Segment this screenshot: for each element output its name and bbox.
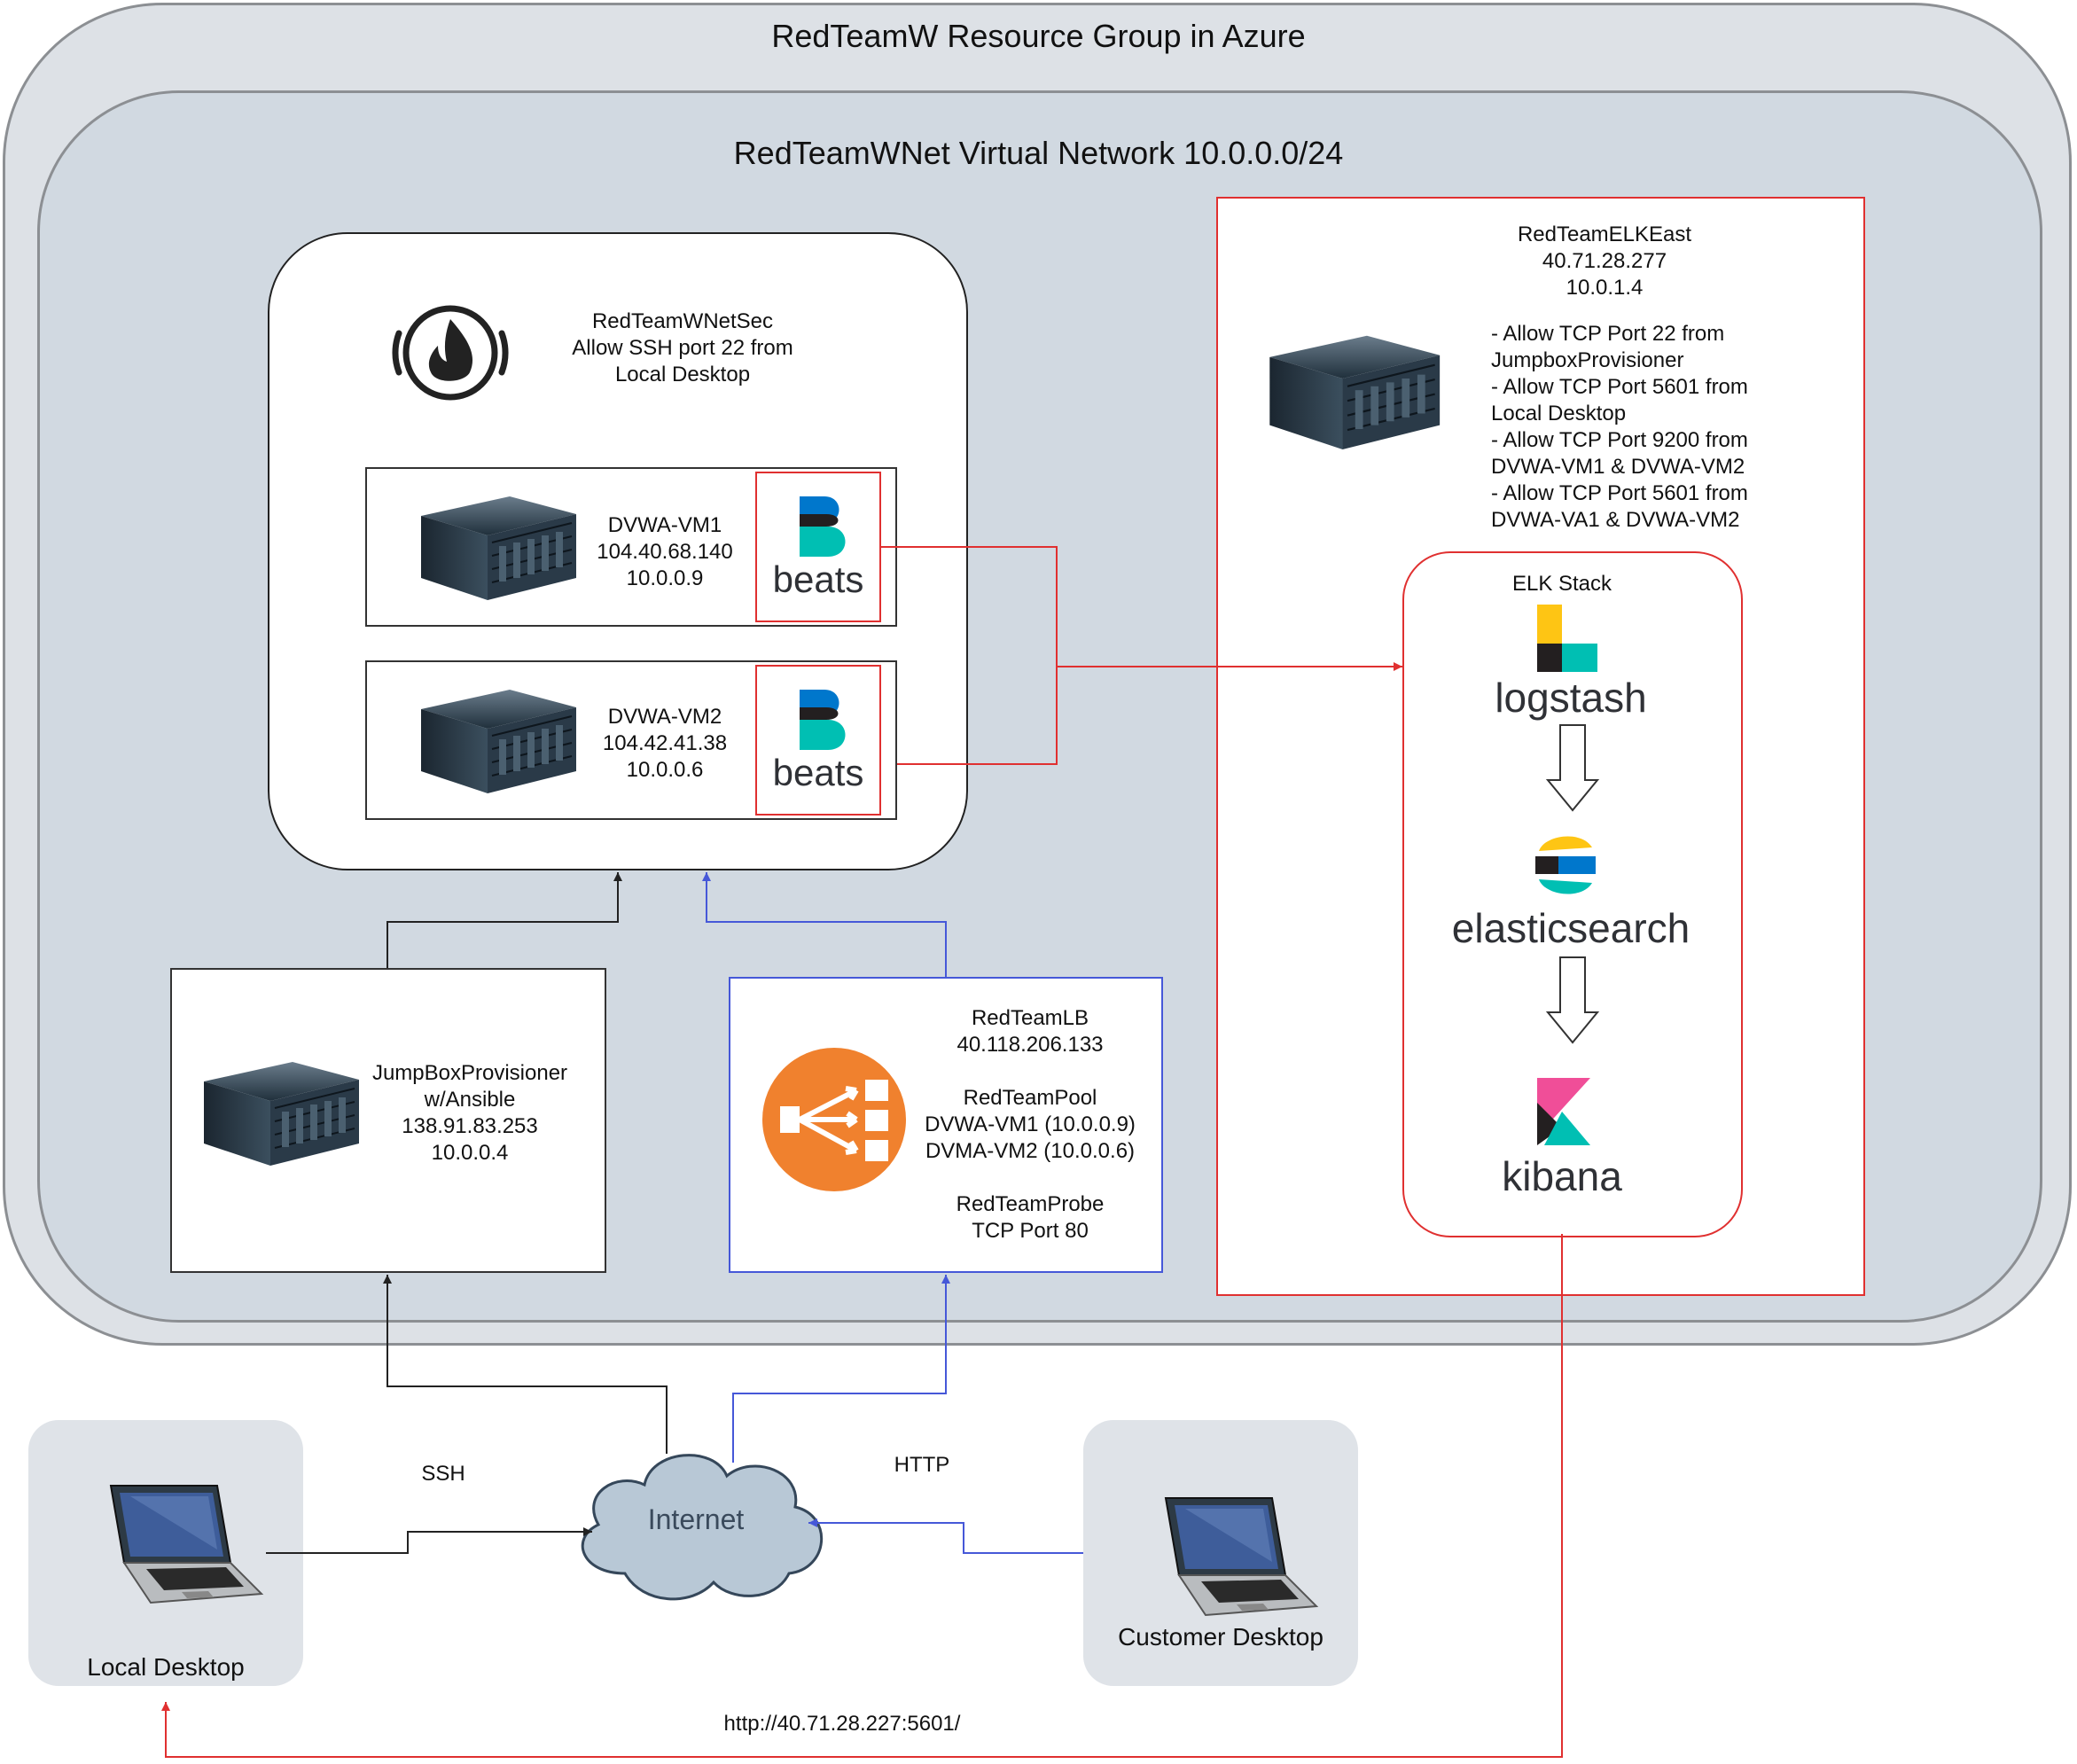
logstash-icon	[1535, 603, 1599, 674]
local-desktop-label: Local Desktop	[87, 1653, 245, 1681]
elasticsearch-label: elasticsearch	[1451, 905, 1690, 951]
internet-to-jumpbox-line	[383, 1275, 668, 1454]
lb-probe-name: RedTeamProbe	[956, 1192, 1105, 1216]
internet-to-lb-line	[732, 1275, 950, 1463]
vm1-private-ip: 10.0.0.9	[626, 566, 704, 590]
elk-server-public-ip: 40.71.28.277	[1542, 249, 1667, 273]
vm1-name: DVWA-VM1	[607, 513, 722, 537]
vm2-private-ip: 10.0.0.6	[626, 758, 704, 782]
vm2-name: DVWA-VM2	[607, 705, 722, 729]
nsg-name: RedTeamWNetSec	[591, 309, 774, 333]
firewall-icon	[381, 293, 514, 408]
resource-group-title: RedTeamW Resource Group in Azure	[771, 18, 1306, 54]
customer-desktop-label: Customer Desktop	[1118, 1623, 1324, 1651]
lb-name: RedTeamLB	[971, 1006, 1089, 1030]
load-balancer-icon	[761, 1046, 908, 1193]
nsg-label: RedTeamWNetSec Allow SSH port 22 from Lo…	[532, 308, 833, 388]
ssh-edge-label: SSH	[421, 1462, 465, 1486]
elk-rule-line: - Allow TCP Port 9200 from	[1491, 428, 1748, 452]
dvwa-vm1-label: DVWA-VM1 104.40.68.140 10.0.0.9	[585, 512, 745, 592]
vm2-beats-label: beats	[772, 752, 864, 793]
elk-rule-line: JumpboxProvisioner	[1491, 348, 1684, 372]
server-icon	[186, 1055, 363, 1175]
dvwa-vm2-label: DVWA-VM2 104.42.41.38 10.0.0.6	[585, 704, 745, 784]
jumpbox-name: JumpBoxProvisioner	[371, 1061, 568, 1085]
lb-probe-port: TCP Port 80	[972, 1219, 1089, 1243]
internet-cloud-icon	[563, 1440, 838, 1604]
vm1-public-ip: 104.40.68.140	[597, 540, 733, 564]
elasticsearch-icon	[1534, 831, 1597, 899]
elk-rule-line: Local Desktop	[1491, 402, 1627, 425]
es-to-kibana-arrow	[1545, 956, 1600, 1044]
logstash-label: logstash	[1495, 675, 1647, 721]
vm2-public-ip: 104.42.41.38	[602, 731, 728, 755]
lb-to-nsg-line	[702, 872, 947, 977]
vm1-beats-label: beats	[772, 558, 864, 600]
vm2-to-elk-line	[897, 667, 1058, 765]
server-icon	[403, 489, 581, 609]
elk-server-label: RedTeamELKEast 40.71.28.277 10.0.1.4	[1454, 222, 1755, 301]
lb-pool-member: DVMA-VM2 (10.0.0.6)	[925, 1139, 1136, 1163]
elk-rule-line: DVWA-VM1 & DVWA-VM2	[1491, 455, 1745, 479]
elk-rule-line: - Allow TCP Port 5601 from	[1491, 481, 1748, 505]
kibana-to-local-line	[161, 1234, 1563, 1758]
ssh-line	[266, 1527, 592, 1554]
nsg-rule-line-2: Local Desktop	[614, 363, 751, 386]
server-icon	[403, 683, 581, 802]
jumpbox-public-ip: 138.91.83.253	[402, 1114, 538, 1138]
lb-pool-member: DVWA-VM1 (10.0.0.9)	[925, 1112, 1136, 1136]
elk-server-name: RedTeamELKEast	[1517, 222, 1692, 246]
elk-server-rules: - Allow TCP Port 22 from JumpboxProvisio…	[1491, 321, 1784, 534]
jumpbox-private-ip: 10.0.0.4	[431, 1141, 509, 1165]
kibana-label: kibana	[1502, 1153, 1622, 1199]
elk-server-private-ip: 10.0.1.4	[1566, 276, 1644, 300]
elk-rule-line: - Allow TCP Port 5601 from	[1491, 375, 1748, 399]
nsg-rule-line-1: Allow SSH port 22 from	[572, 336, 793, 360]
load-balancer-label: RedTeamLB 40.118.206.133 RedTeamPool DVW…	[915, 1005, 1145, 1245]
laptop-icon	[84, 1479, 266, 1612]
beats-icon	[798, 495, 851, 558]
lb-pool-name: RedTeamPool	[963, 1086, 1097, 1110]
elk-rule-line: - Allow TCP Port 22 from	[1491, 322, 1725, 346]
kibana-url-label: http://40.71.28.227:5601/	[723, 1712, 961, 1736]
vm1-to-elk-line	[881, 546, 1402, 671]
lb-public-ip: 40.118.206.133	[957, 1033, 1104, 1057]
jumpbox-to-nsg-line	[387, 872, 622, 968]
http-line	[808, 1518, 1083, 1554]
jumpbox-tool: w/Ansible	[424, 1088, 516, 1112]
elk-stack-title: ELK Stack	[1511, 572, 1612, 596]
vnet-title: RedTeamWNet Virtual Network 10.0.0.0/24	[733, 135, 1344, 171]
server-icon	[1250, 328, 1445, 459]
beats-icon	[798, 688, 851, 752]
internet-label: Internet	[647, 1503, 745, 1535]
elk-rule-line: DVWA-VA1 & DVWA-VM2	[1491, 508, 1740, 532]
http-edge-label: HTTP	[894, 1453, 950, 1477]
jumpbox-label: JumpBoxProvisioner w/Ansible 138.91.83.2…	[363, 1060, 576, 1167]
laptop-icon	[1139, 1491, 1321, 1624]
kibana-icon	[1535, 1076, 1592, 1147]
logstash-to-es-arrow	[1545, 724, 1600, 812]
